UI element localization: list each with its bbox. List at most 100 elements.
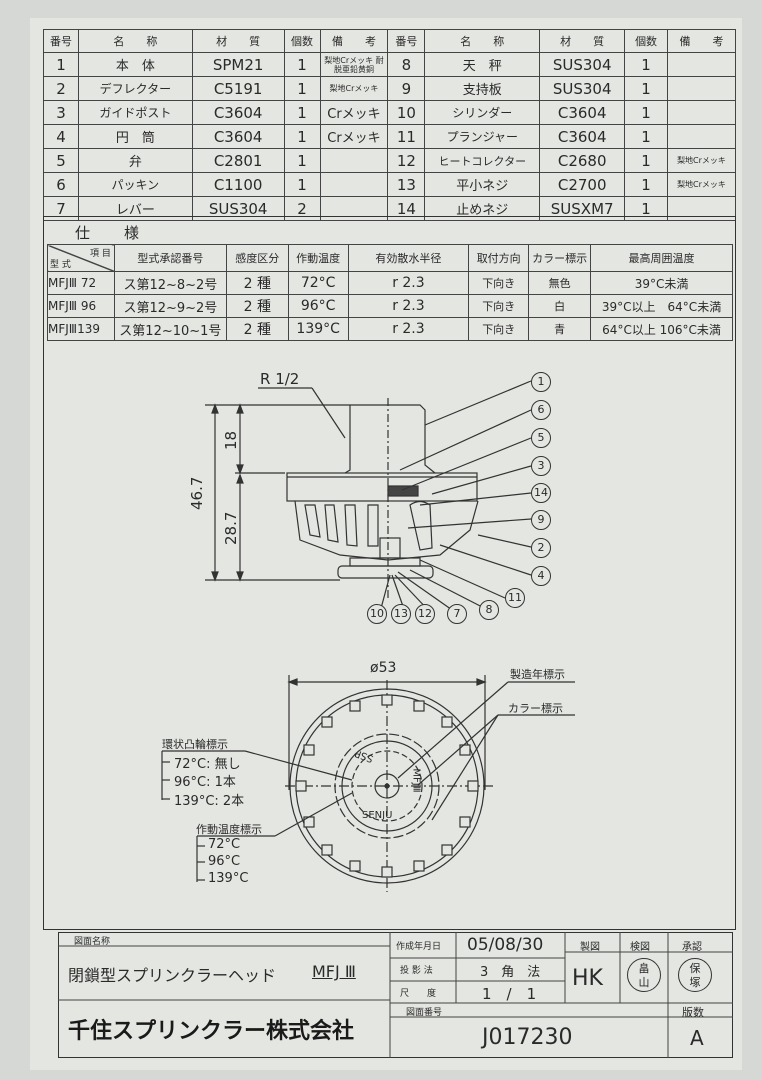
col-note: 備 考 [319, 29, 389, 53]
spec-ambient: 64°C以上 106°C未満 [590, 317, 733, 341]
part-no: 10 [387, 100, 426, 125]
spec-color: 白 [528, 294, 592, 318]
table-row: MFJⅢ139 ス第12~10~1号 2 種 139°C r 2.3 下向き 青… [47, 317, 733, 341]
part-material: C1100 [191, 172, 285, 197]
projection-value: 3 角 法 [480, 965, 541, 980]
part-name: ガイドポスト [77, 100, 193, 125]
ring-mark-label: 環状凸輪標示 [162, 738, 228, 751]
temp-item-139: 139°C [208, 871, 249, 886]
table-row: MFJⅢ 72 ス第12~8~2号 2 種 72°C r 2.3 下向き 無色 … [47, 271, 733, 295]
part-name: デフレクター [77, 76, 193, 101]
spec-corner-cell: 項 目 型 式 [47, 244, 115, 272]
table-row: 6 パッキン C1100 1 13 平小ネジ C2700 1 梨地Crメッキ [43, 172, 736, 197]
spec-color: 青 [528, 317, 592, 341]
callout-12: 12 [415, 604, 435, 624]
col-qty: 個数 [624, 29, 669, 53]
part-material: SUS304 [539, 52, 626, 77]
part-no: 5 [43, 148, 79, 173]
drawn-value: HK [572, 966, 603, 991]
title-block [58, 932, 733, 1058]
spec-radius: r 2.3 [347, 294, 470, 318]
table-row: MFJⅢ 96 ス第12~9~2号 2 種 96°C r 2.3 下向き 白 3… [47, 294, 733, 318]
col-name: 名 称 [424, 29, 541, 53]
part-note [667, 124, 736, 149]
table-row: 3 ガイドポスト C3604 1 Crメッキ 10 シリンダー C3604 1 [43, 100, 736, 125]
spec-title: 仕様 [75, 224, 174, 242]
approved-stamp-text: 保塚 [689, 962, 701, 989]
scale-value: 1 / 1 [482, 985, 537, 1003]
callout-8: 8 [479, 600, 499, 620]
date-label: 作成年月日 [396, 942, 442, 952]
callout-14: 14 [531, 483, 551, 503]
part-no: 1 [43, 52, 79, 77]
part-no: 8 [387, 52, 426, 77]
diameter-label: ø53 [370, 660, 397, 676]
part-qty: 1 [283, 52, 321, 77]
part-material: C3604 [191, 100, 285, 125]
col-temp: 作動温度 [287, 244, 349, 272]
callout-10: 10 [367, 604, 387, 624]
part-name: 本 体 [77, 52, 193, 77]
spec-header-row: 項 目 型 式 型式承認番号 感度区分 作動温度 有効散水半径 取付方向 カラー… [47, 244, 733, 272]
spec-approval: ス第12~8~2号 [113, 271, 227, 295]
spec-drawing-frame [43, 216, 736, 930]
part-name: 支持板 [424, 76, 541, 101]
company-name: 千住スプリンクラー株式会社 [68, 1019, 355, 1044]
thread-size-label: R 1/2 [260, 370, 300, 388]
spec-ambient: 39°C未満 [590, 271, 733, 295]
temp-item-96: 96°C [208, 854, 241, 869]
color-mark-label: カラー標示 [508, 702, 563, 715]
part-name: プランジャー [424, 124, 541, 149]
temp-item-72: 72°C [208, 837, 241, 852]
spec-sensitivity: 2 種 [225, 317, 289, 341]
part-qty: 1 [283, 124, 321, 149]
part-name: 円 筒 [77, 124, 193, 149]
part-note: 梨地Crメッキ 耐脱亜鉛黄銅 [319, 52, 389, 77]
corner-model-label: 型 式 [50, 260, 71, 270]
ring-item-96: 96°C: 1本 [174, 775, 236, 790]
approved-stamp: 保塚 [678, 958, 712, 992]
spec-temp: 72°C [287, 271, 349, 295]
part-note: 梨地Crメッキ [667, 172, 736, 197]
part-note [667, 100, 736, 125]
drawing-no-value: J017230 [482, 1025, 573, 1050]
part-name: 平小ネジ [424, 172, 541, 197]
ring-item-139: 139°C: 2本 [174, 794, 245, 809]
callout-11: 11 [505, 588, 525, 608]
spec-model: MFJⅢ 96 [47, 294, 115, 318]
callout-13: 13 [391, 604, 411, 624]
spec-temp: 96°C [287, 294, 349, 318]
revision-label: 版数 [682, 1006, 704, 1019]
part-no: 3 [43, 100, 79, 125]
checked-label: 検図 [630, 942, 650, 953]
callout-1: 1 [531, 372, 551, 392]
scale-label: 尺 度 [400, 989, 437, 999]
part-name: シリンダー [424, 100, 541, 125]
stamp-senju: SENJU [362, 810, 393, 821]
corner-item-label: 項 目 [90, 249, 111, 259]
spec-radius: r 2.3 [347, 271, 470, 295]
part-note [667, 52, 736, 77]
spec-direction: 下向き [468, 317, 530, 341]
callout-4: 4 [531, 566, 551, 586]
checked-stamp: 畠山 [627, 958, 661, 992]
drawing-no-label: 図面番号 [406, 1008, 443, 1018]
drawing-name: 閉鎖型スプリンクラーヘッド [68, 966, 277, 985]
projection-label: 投 影 法 [400, 966, 433, 976]
part-name: ヒートコレクター [424, 148, 541, 173]
checked-stamp-text: 畠山 [638, 962, 650, 989]
revision-value: A [690, 1026, 704, 1050]
part-note: Crメッキ [319, 100, 389, 125]
parts-header-row: 番号 名 称 材 質 個数 備 考 番号 名 称 材 質 個数 備 考 [43, 29, 736, 53]
part-no: 6 [43, 172, 79, 197]
spec-model: MFJⅢ139 [47, 317, 115, 341]
temp-mark-label: 作動温度標示 [196, 823, 262, 836]
part-no: 11 [387, 124, 426, 149]
col-no: 番号 [43, 29, 79, 53]
drawn-label: 製図 [580, 942, 600, 953]
part-qty: 1 [283, 148, 321, 173]
spec-table: 項 目 型 式 型式承認番号 感度区分 作動温度 有効散水半径 取付方向 カラー… [47, 244, 733, 341]
spec-approval: ス第12~10~1号 [113, 317, 227, 341]
spec-temp: 139°C [287, 317, 349, 341]
